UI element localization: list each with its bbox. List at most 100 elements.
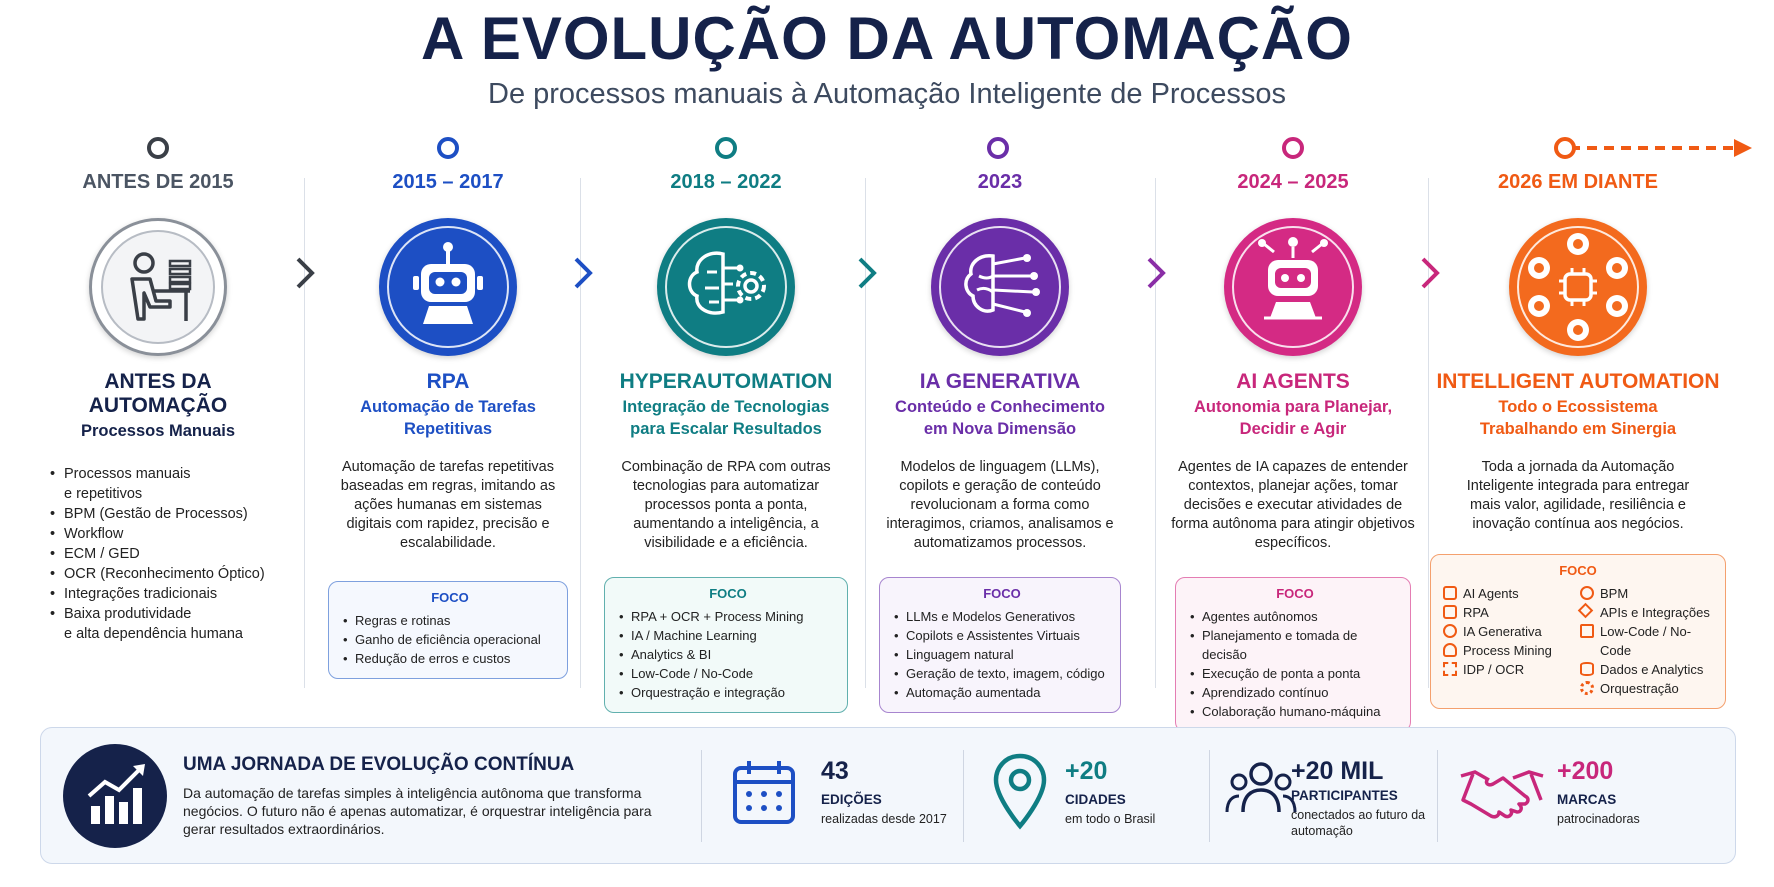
list-item: Ganho de eficiência operacional (343, 630, 557, 649)
stat-divider (1209, 750, 1210, 842)
timeline (40, 137, 1752, 159)
list-item: Agentes autônomos (1190, 607, 1400, 626)
journey-title: UMA JORNADA DE EVOLUÇÃO CONTÍNUA (183, 754, 575, 775)
person-at-desk-icon (89, 218, 227, 356)
chevron-right-icon (1147, 257, 1166, 289)
stage-title: HYPERAUTOMATION (619, 370, 833, 393)
chevron-right-icon (574, 257, 593, 289)
stage-era: 2026 EM DIANTE (1497, 171, 1659, 193)
column-divider (1428, 178, 1429, 688)
list-item: Baixa produtividade (50, 604, 296, 624)
stage-subtitle: Todo o Ecossistema Trabalhando em Sinerg… (1479, 398, 1677, 438)
stage-before-2015: ANTES DE 2015 ANTES DA AUTOMAÇÃO Process… (20, 168, 296, 644)
focus-box: FOCO Regras e rotinas Ganho de eficiênci… (328, 581, 568, 679)
column-divider (580, 178, 581, 688)
stage-item-list: Processos manuais e repetitivos BPM (Ges… (50, 464, 296, 644)
list-item: Planejamento e tomada de decisão (1190, 626, 1400, 664)
api-icon (1577, 602, 1594, 619)
list-item: Dados e Analytics (1578, 660, 1715, 679)
focus-box: FOCO Agentes autônomos Planejamento e to… (1175, 577, 1411, 732)
list-item: Analytics & BI (619, 645, 837, 664)
growth-chart-icon (63, 744, 167, 848)
focus-title: FOCO (1276, 586, 1314, 601)
list-item: Geração de texto, imagem, código (894, 664, 1110, 683)
robot-icon (379, 218, 517, 356)
map-pin-icon (993, 753, 1047, 830)
list-item: RPA + OCR + Process Mining (619, 607, 837, 626)
stat-editions: 43 EDIÇÕES realizadas desde 2017 (821, 758, 947, 827)
people-icon (1225, 762, 1297, 813)
stage-era: ANTES DE 2015 (82, 171, 234, 193)
stage-title: INTELLIGENT AUTOMATION (1436, 370, 1720, 393)
focus-box: FOCO LLMs e Modelos Generativos Copilots… (879, 577, 1121, 713)
stat-detail: conectados ao futuro da automação (1291, 808, 1426, 838)
stat-detail: em todo o Brasil (1065, 812, 1156, 826)
brain-icon (1443, 624, 1457, 638)
stage-description: Modelos de linguagem (LLMs), copilots e … (886, 459, 1114, 551)
stage-era: 2023 (977, 171, 1023, 193)
stat-label: MARCAS (1557, 792, 1617, 807)
stage-era: 2024 – 2025 (1237, 171, 1349, 193)
calendar-icon (733, 761, 795, 824)
stat-value: 43 (821, 757, 849, 785)
list-item: Redução de erros e custos (343, 649, 557, 668)
code-icon (1580, 624, 1594, 638)
timeline-node-3 (715, 137, 737, 159)
stat-divider (701, 750, 702, 842)
list-item: Low-Code / No-Code (619, 664, 837, 683)
stage-rpa: 2015 – 2017 RPA Automação de Tarefas Rep… (310, 168, 586, 679)
stage-intelligent-automation: 2026 EM DIANTE INTELLIGENT AUT (1428, 168, 1728, 709)
stat-value: +20 MIL (1291, 757, 1384, 785)
stage-title: ANTES DA AUTOMAÇÃO (88, 370, 228, 417)
timeline-node-2 (437, 137, 459, 159)
list-item: LLMs e Modelos Generativos (894, 607, 1110, 626)
brain-gear-icon (657, 218, 795, 356)
list-item: Linguagem natural (894, 645, 1110, 664)
stage-subtitle: Autonomia para Planejar, Decidir e Agir (1193, 398, 1393, 438)
stat-participants: +20 MIL PARTICIPANTES conectados ao futu… (1291, 758, 1427, 839)
list-item: Automação aumentada (894, 683, 1110, 702)
process-icon (1580, 586, 1594, 600)
stage-description: Agentes de IA capazes de entender contex… (1171, 459, 1415, 551)
list-item: RPA (1441, 603, 1578, 622)
list-item: BPM (1578, 584, 1715, 603)
stat-value: +20 (1065, 757, 1108, 785)
stage-title: AI AGENTS (1236, 370, 1350, 393)
agent-robot-icon (1224, 218, 1362, 356)
list-item: OCR (Reconhecimento Óptico) (50, 564, 296, 584)
timeline-node-4 (987, 137, 1009, 159)
list-item: Regras e rotinas (343, 611, 557, 630)
list-item: Low-Code / No-Code (1578, 622, 1715, 660)
list-item: Orquestração (1578, 679, 1715, 698)
list-item: e alta dependência humana (64, 626, 243, 642)
list-item: IDP / OCR (1441, 660, 1578, 679)
database-icon (1580, 662, 1594, 676)
journey-text: Da automação de tarefas simples à inteli… (183, 785, 652, 837)
stage-hyperautomation: 2018 – 2022 HYPERAUTOMATION Integração d… (588, 168, 864, 713)
stage-subtitle: Integração de Tecnologias para Escalar R… (622, 398, 830, 438)
stage-title: IA GENERATIVA (919, 370, 1081, 393)
gear-icon (1580, 681, 1594, 695)
stage-description: Combinação de RPA com outras tecnologias… (621, 459, 831, 551)
timeline-arrowhead (1734, 139, 1752, 157)
list-item: Integrações tradicionais (50, 584, 296, 604)
focus-box: FOCO AI Agents RPA IA Generativa Process… (1430, 554, 1726, 709)
list-item: Orquestração e integração (619, 683, 837, 702)
list-item: Copilots e Assistentes Virtuais (894, 626, 1110, 645)
list-item: BPM (Gestão de Processos) (50, 504, 296, 524)
stat-value: +200 (1557, 757, 1614, 785)
timeline-node-1 (147, 137, 169, 159)
stage-ia-generativa: 2023 IA GENERATIVA Conteúdo e Conhecimen… (862, 168, 1138, 713)
stage-era: 2018 – 2022 (670, 171, 782, 193)
list-item: Aprendizado contínuo (1190, 683, 1400, 702)
stat-label: EDIÇÕES (821, 792, 882, 807)
list-item: Execução de ponta a ponta (1190, 664, 1400, 683)
robot-icon (1443, 605, 1457, 619)
stage-subtitle: Automação de Tarefas Repetitivas (360, 398, 536, 438)
handshake-icon (1460, 770, 1544, 819)
focus-title: FOCO (983, 586, 1021, 601)
column-divider (1155, 178, 1156, 688)
list-item: IA Generativa (1441, 622, 1578, 641)
column-divider (865, 178, 866, 688)
stat-detail: realizadas desde 2017 (821, 812, 947, 826)
